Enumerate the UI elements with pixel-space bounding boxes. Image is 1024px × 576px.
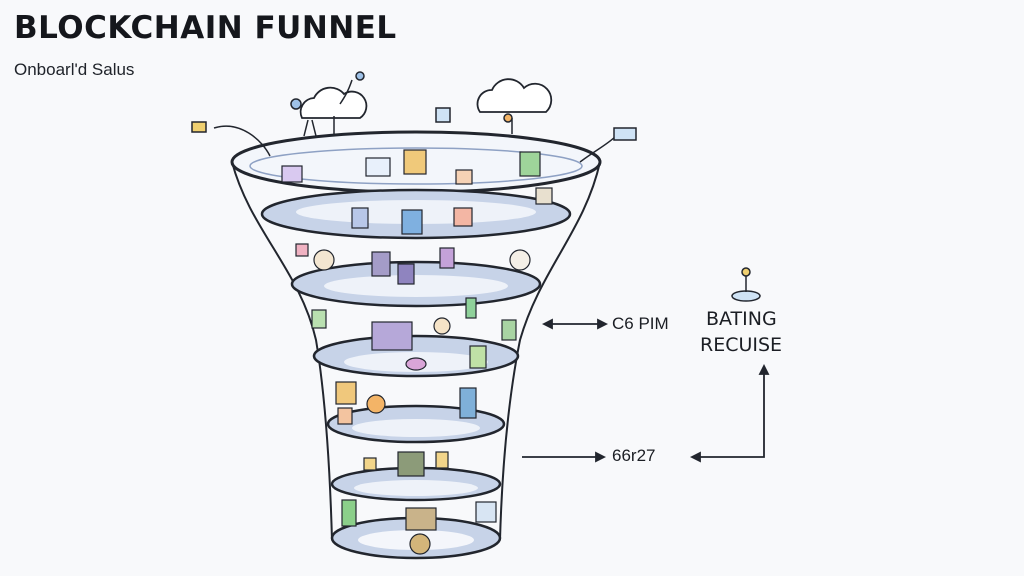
pin-icon	[731, 267, 761, 302]
annotation-side-line-1: BATING	[706, 308, 777, 330]
funnel-layer-3	[312, 334, 520, 378]
top-doodles	[191, 71, 637, 163]
arrow-top-value	[541, 318, 609, 330]
annotation-side-line-2: RECUISE	[700, 334, 783, 356]
page-subtitle: Onboarl'd Salus	[14, 60, 135, 79]
funnel-right-wall	[499, 161, 601, 541]
page-title: BLOCKCHAIN FUNNEL	[14, 10, 397, 46]
arrow-side-return	[689, 363, 770, 463]
annotation-mid-value: 66r27	[612, 446, 656, 465]
cloud-icon	[299, 78, 553, 119]
annotation-top-value: C6 PIM	[612, 314, 669, 333]
funnel-layer-4	[326, 404, 506, 444]
funnel-left-wall	[231, 161, 333, 541]
funnel-layer-2	[290, 260, 542, 308]
doodle-icons	[281, 149, 553, 555]
arrow-mid-value	[522, 451, 607, 463]
